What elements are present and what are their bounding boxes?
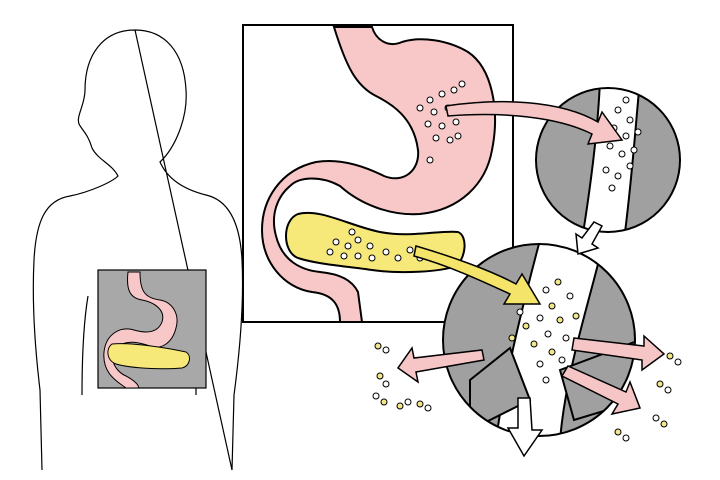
pink-arrow-stomach-to-intestine bbox=[445, 100, 624, 145]
pink-arrows-absorption bbox=[396, 334, 666, 416]
absorbed-particles bbox=[372, 342, 682, 442]
small-pancreas-icon bbox=[107, 343, 190, 370]
yellow-arrow-pancreas-to-intestine bbox=[413, 245, 542, 305]
stomach-enzymes bbox=[416, 80, 466, 164]
torso-inset bbox=[97, 269, 207, 389]
intestine-cross-section-top bbox=[535, 87, 681, 233]
human-body-silhouette-icon bbox=[32, 29, 244, 471]
white-arrow-intestine-flow bbox=[506, 221, 604, 458]
top-section-enzymes bbox=[602, 96, 642, 192]
small-stomach-icon bbox=[103, 271, 178, 389]
